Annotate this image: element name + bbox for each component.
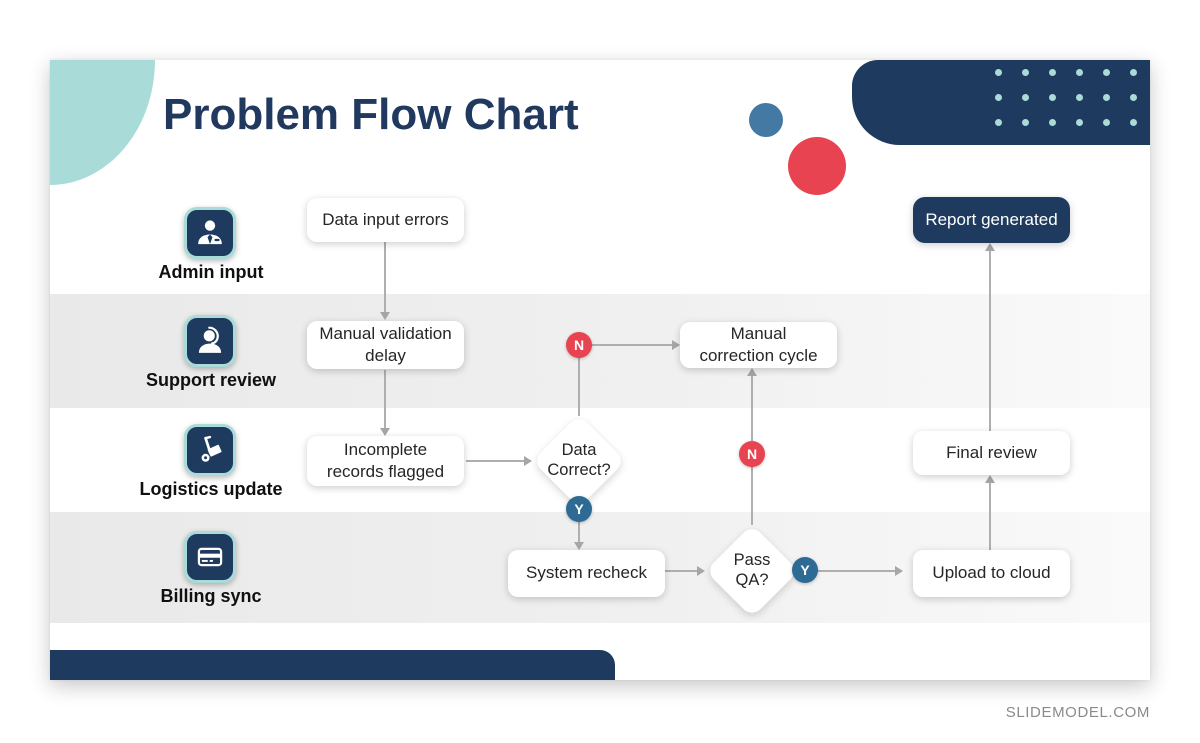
node-system-recheck: System recheck <box>508 550 665 597</box>
lane-label-logistics-update: Logistics update <box>139 479 283 499</box>
arrowhead <box>672 340 680 350</box>
connector-line <box>466 460 524 462</box>
slide-canvas: Problem Flow Chart Admin input Support r… <box>50 60 1150 680</box>
arrowhead <box>380 312 390 320</box>
connector-line <box>578 520 580 542</box>
node-final-review: Final review <box>913 431 1070 475</box>
connector-line <box>751 465 753 525</box>
connector-line <box>578 356 580 416</box>
arrowhead <box>747 368 757 376</box>
connector-line <box>384 242 386 312</box>
connector-line <box>751 376 753 442</box>
footer-bar <box>50 650 615 680</box>
arrowhead <box>985 475 995 483</box>
dot-grid-decoration <box>995 69 1137 126</box>
arrowhead <box>380 428 390 436</box>
watermark: SLIDEMODEL.COM <box>1005 704 1150 721</box>
arrowhead <box>574 542 584 550</box>
lane-label-support-review: Support review <box>145 370 277 390</box>
node-data-input-errors: Data input errors <box>307 198 464 242</box>
arrowhead <box>524 456 532 466</box>
red-dot-decoration <box>788 137 846 195</box>
node-report-generated: Report generated <box>913 197 1070 243</box>
arrowhead <box>697 566 705 576</box>
slide-title: Problem Flow Chart <box>163 90 579 139</box>
connector-line <box>816 570 895 572</box>
admin-user-icon <box>184 207 236 259</box>
connector-line <box>384 370 386 428</box>
credit-card-icon <box>184 531 236 583</box>
decision-label-data-correct: Data Correct? <box>547 441 611 479</box>
arrowhead <box>895 566 903 576</box>
decision-badge-no: N <box>739 441 765 467</box>
support-headset-icon <box>184 315 236 367</box>
connector-line <box>989 483 991 550</box>
decision-badge-yes: Y <box>566 496 592 522</box>
connector-line <box>665 570 697 572</box>
hand-truck-icon <box>184 424 236 476</box>
lane-label-admin-input: Admin input <box>158 262 264 282</box>
blue-dot-decoration <box>749 103 783 137</box>
node-manual-correction-cycle: Manual correction cycle <box>680 322 837 368</box>
decision-badge-no: N <box>566 332 592 358</box>
arrowhead <box>985 243 995 251</box>
node-manual-validation-delay: Manual validation delay <box>307 321 464 369</box>
teal-corner-shape <box>50 60 155 185</box>
decision-badge-yes: Y <box>792 557 818 583</box>
decision-label-pass-qa: Pass QA? <box>733 551 771 589</box>
lane-label-billing-sync: Billing sync <box>160 586 262 606</box>
node-incomplete-records-flagged: Incomplete records flagged <box>307 436 464 486</box>
connector-line <box>590 344 672 346</box>
node-upload-to-cloud: Upload to cloud <box>913 550 1070 597</box>
connector-line <box>989 251 991 431</box>
